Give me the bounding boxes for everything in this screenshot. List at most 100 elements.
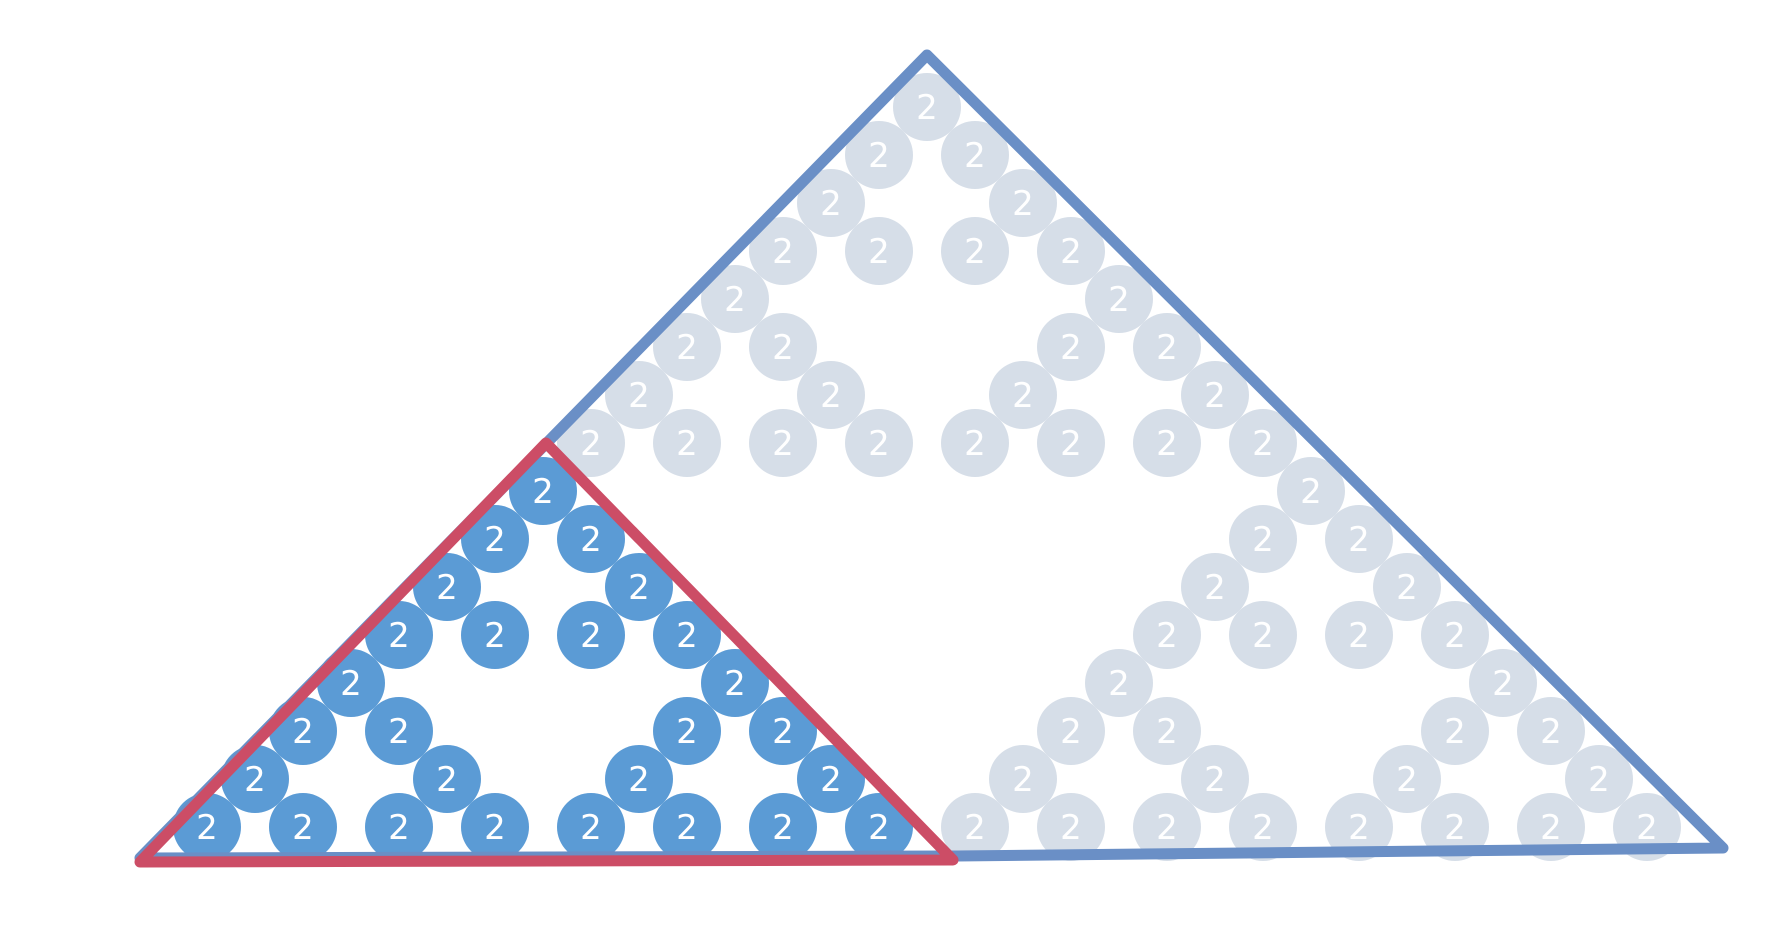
circle-shape [941, 217, 1009, 285]
faded-two-circle: 2 [653, 409, 721, 477]
circle-shape [701, 265, 769, 333]
circle-label: 2 [1156, 328, 1178, 368]
circle-label: 2 [1060, 232, 1082, 272]
circle-shape [605, 745, 673, 813]
circle-shape [797, 169, 865, 237]
circle-label: 2 [868, 232, 890, 272]
faded-two-circle: 2 [1229, 793, 1297, 861]
highlighted-two-circle: 2 [653, 601, 721, 669]
faded-two-circle: 2 [1133, 697, 1201, 765]
faded-two-circle: 2 [941, 121, 1009, 189]
faded-two-circle: 2 [1133, 601, 1201, 669]
circle-shape [1133, 601, 1201, 669]
circle-label: 2 [1156, 616, 1178, 656]
faded-two-circle: 2 [1037, 313, 1105, 381]
circle-label: 2 [1060, 424, 1082, 464]
circle-label: 2 [1444, 712, 1466, 752]
highlighted-two-circle: 2 [365, 697, 433, 765]
circle-shape [1133, 409, 1201, 477]
circle-label: 2 [820, 760, 842, 800]
circle-shape [413, 745, 481, 813]
circle-label: 2 [1060, 808, 1082, 848]
faded-two-circle: 2 [1325, 505, 1393, 573]
circle-shape [461, 793, 529, 861]
faded-two-circle: 2 [701, 265, 769, 333]
circle-shape [845, 793, 913, 861]
circle-label: 2 [1348, 616, 1370, 656]
circle-label: 2 [628, 568, 650, 608]
circle-label: 2 [1156, 424, 1178, 464]
circle-shape [845, 121, 913, 189]
circle-shape [989, 361, 1057, 429]
circle-label: 2 [1348, 520, 1370, 560]
highlighted-two-circle: 2 [365, 793, 433, 861]
circle-shape [1085, 649, 1153, 717]
circle-label: 2 [772, 328, 794, 368]
faded-two-circle: 2 [989, 745, 1057, 813]
circle-label: 2 [868, 808, 890, 848]
circle-shape [1037, 793, 1105, 861]
faded-two-circle: 2 [1469, 649, 1537, 717]
circle-shape [653, 697, 721, 765]
circle-label: 2 [1588, 760, 1610, 800]
highlighted-two-circle: 2 [653, 793, 721, 861]
circle-label: 2 [1252, 616, 1274, 656]
circle-shape [1373, 553, 1441, 621]
faded-two-circle: 2 [845, 121, 913, 189]
faded-two-circle: 2 [1421, 793, 1489, 861]
circle-label: 2 [532, 472, 554, 512]
highlighted-two-circle: 2 [557, 793, 625, 861]
circle-shape [941, 793, 1009, 861]
circle-shape [653, 409, 721, 477]
circle-shape [509, 457, 577, 525]
faded-two-circle: 2 [557, 409, 625, 477]
circle-label: 2 [1108, 664, 1130, 704]
circle-shape [557, 601, 625, 669]
faded-two-circle: 2 [1229, 409, 1297, 477]
circle-label: 2 [724, 664, 746, 704]
highlighted-two-circle: 2 [605, 745, 673, 813]
circle-shape [653, 313, 721, 381]
faded-two-circle: 2 [893, 73, 961, 141]
faded-two-circle: 2 [1373, 745, 1441, 813]
circle-shape [653, 601, 721, 669]
faded-two-circle: 2 [845, 409, 913, 477]
circle-shape [653, 793, 721, 861]
faded-two-circle: 2 [1037, 793, 1105, 861]
circle-label: 2 [1540, 712, 1562, 752]
circle-label: 2 [676, 808, 698, 848]
circle-shape [1373, 745, 1441, 813]
circle-label: 2 [676, 712, 698, 752]
circle-shape [1181, 745, 1249, 813]
circle-label: 2 [1540, 808, 1562, 848]
highlighted-two-circle: 2 [797, 745, 865, 813]
highlighted-two-circle: 2 [557, 505, 625, 573]
circle-label: 2 [628, 760, 650, 800]
faded-two-circle: 2 [1325, 793, 1393, 861]
circle-shape [1037, 313, 1105, 381]
faded-two-circle: 2 [989, 169, 1057, 237]
circle-label: 2 [244, 760, 266, 800]
circle-label: 2 [1348, 808, 1370, 848]
circle-label: 2 [1252, 424, 1274, 464]
faded-two-circle: 2 [845, 217, 913, 285]
circle-label: 2 [868, 136, 890, 176]
highlighted-two-circle: 2 [173, 793, 241, 861]
circle-shape [1229, 505, 1297, 573]
circle-shape [461, 505, 529, 573]
faded-two-circle: 2 [1133, 313, 1201, 381]
circle-label: 2 [964, 424, 986, 464]
circle-label: 2 [1012, 760, 1034, 800]
circle-shape [1229, 409, 1297, 477]
faded-two-circle: 2 [797, 361, 865, 429]
circle-label: 2 [820, 376, 842, 416]
circle-label: 2 [388, 808, 410, 848]
circle-label: 2 [1204, 376, 1226, 416]
faded-two-circle: 2 [1085, 649, 1153, 717]
circle-label: 2 [1012, 376, 1034, 416]
highlighted-two-circle: 2 [269, 697, 337, 765]
circle-shape [749, 313, 817, 381]
faded-two-circle: 2 [1085, 265, 1153, 333]
circle-label: 2 [724, 280, 746, 320]
circle-label: 2 [772, 232, 794, 272]
